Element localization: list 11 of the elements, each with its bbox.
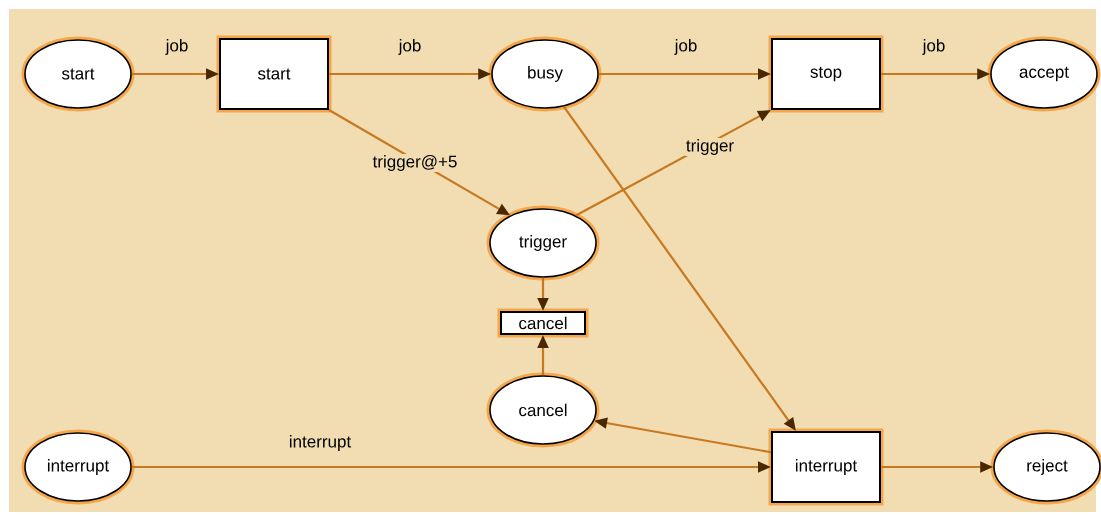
transition-box: stop bbox=[768, 35, 884, 113]
edge-label: job bbox=[673, 38, 699, 56]
transition-box: interrupt bbox=[768, 428, 884, 506]
edge-label: job bbox=[164, 38, 190, 56]
transition-box: start bbox=[216, 35, 332, 113]
edge-label: job bbox=[921, 38, 947, 56]
transition-box: cancel bbox=[497, 308, 589, 338]
edge-label: trigger@+5 bbox=[371, 154, 459, 172]
edge-label: interrupt bbox=[287, 434, 353, 452]
edge-label: job bbox=[397, 38, 423, 56]
edge-label: trigger bbox=[684, 138, 736, 156]
